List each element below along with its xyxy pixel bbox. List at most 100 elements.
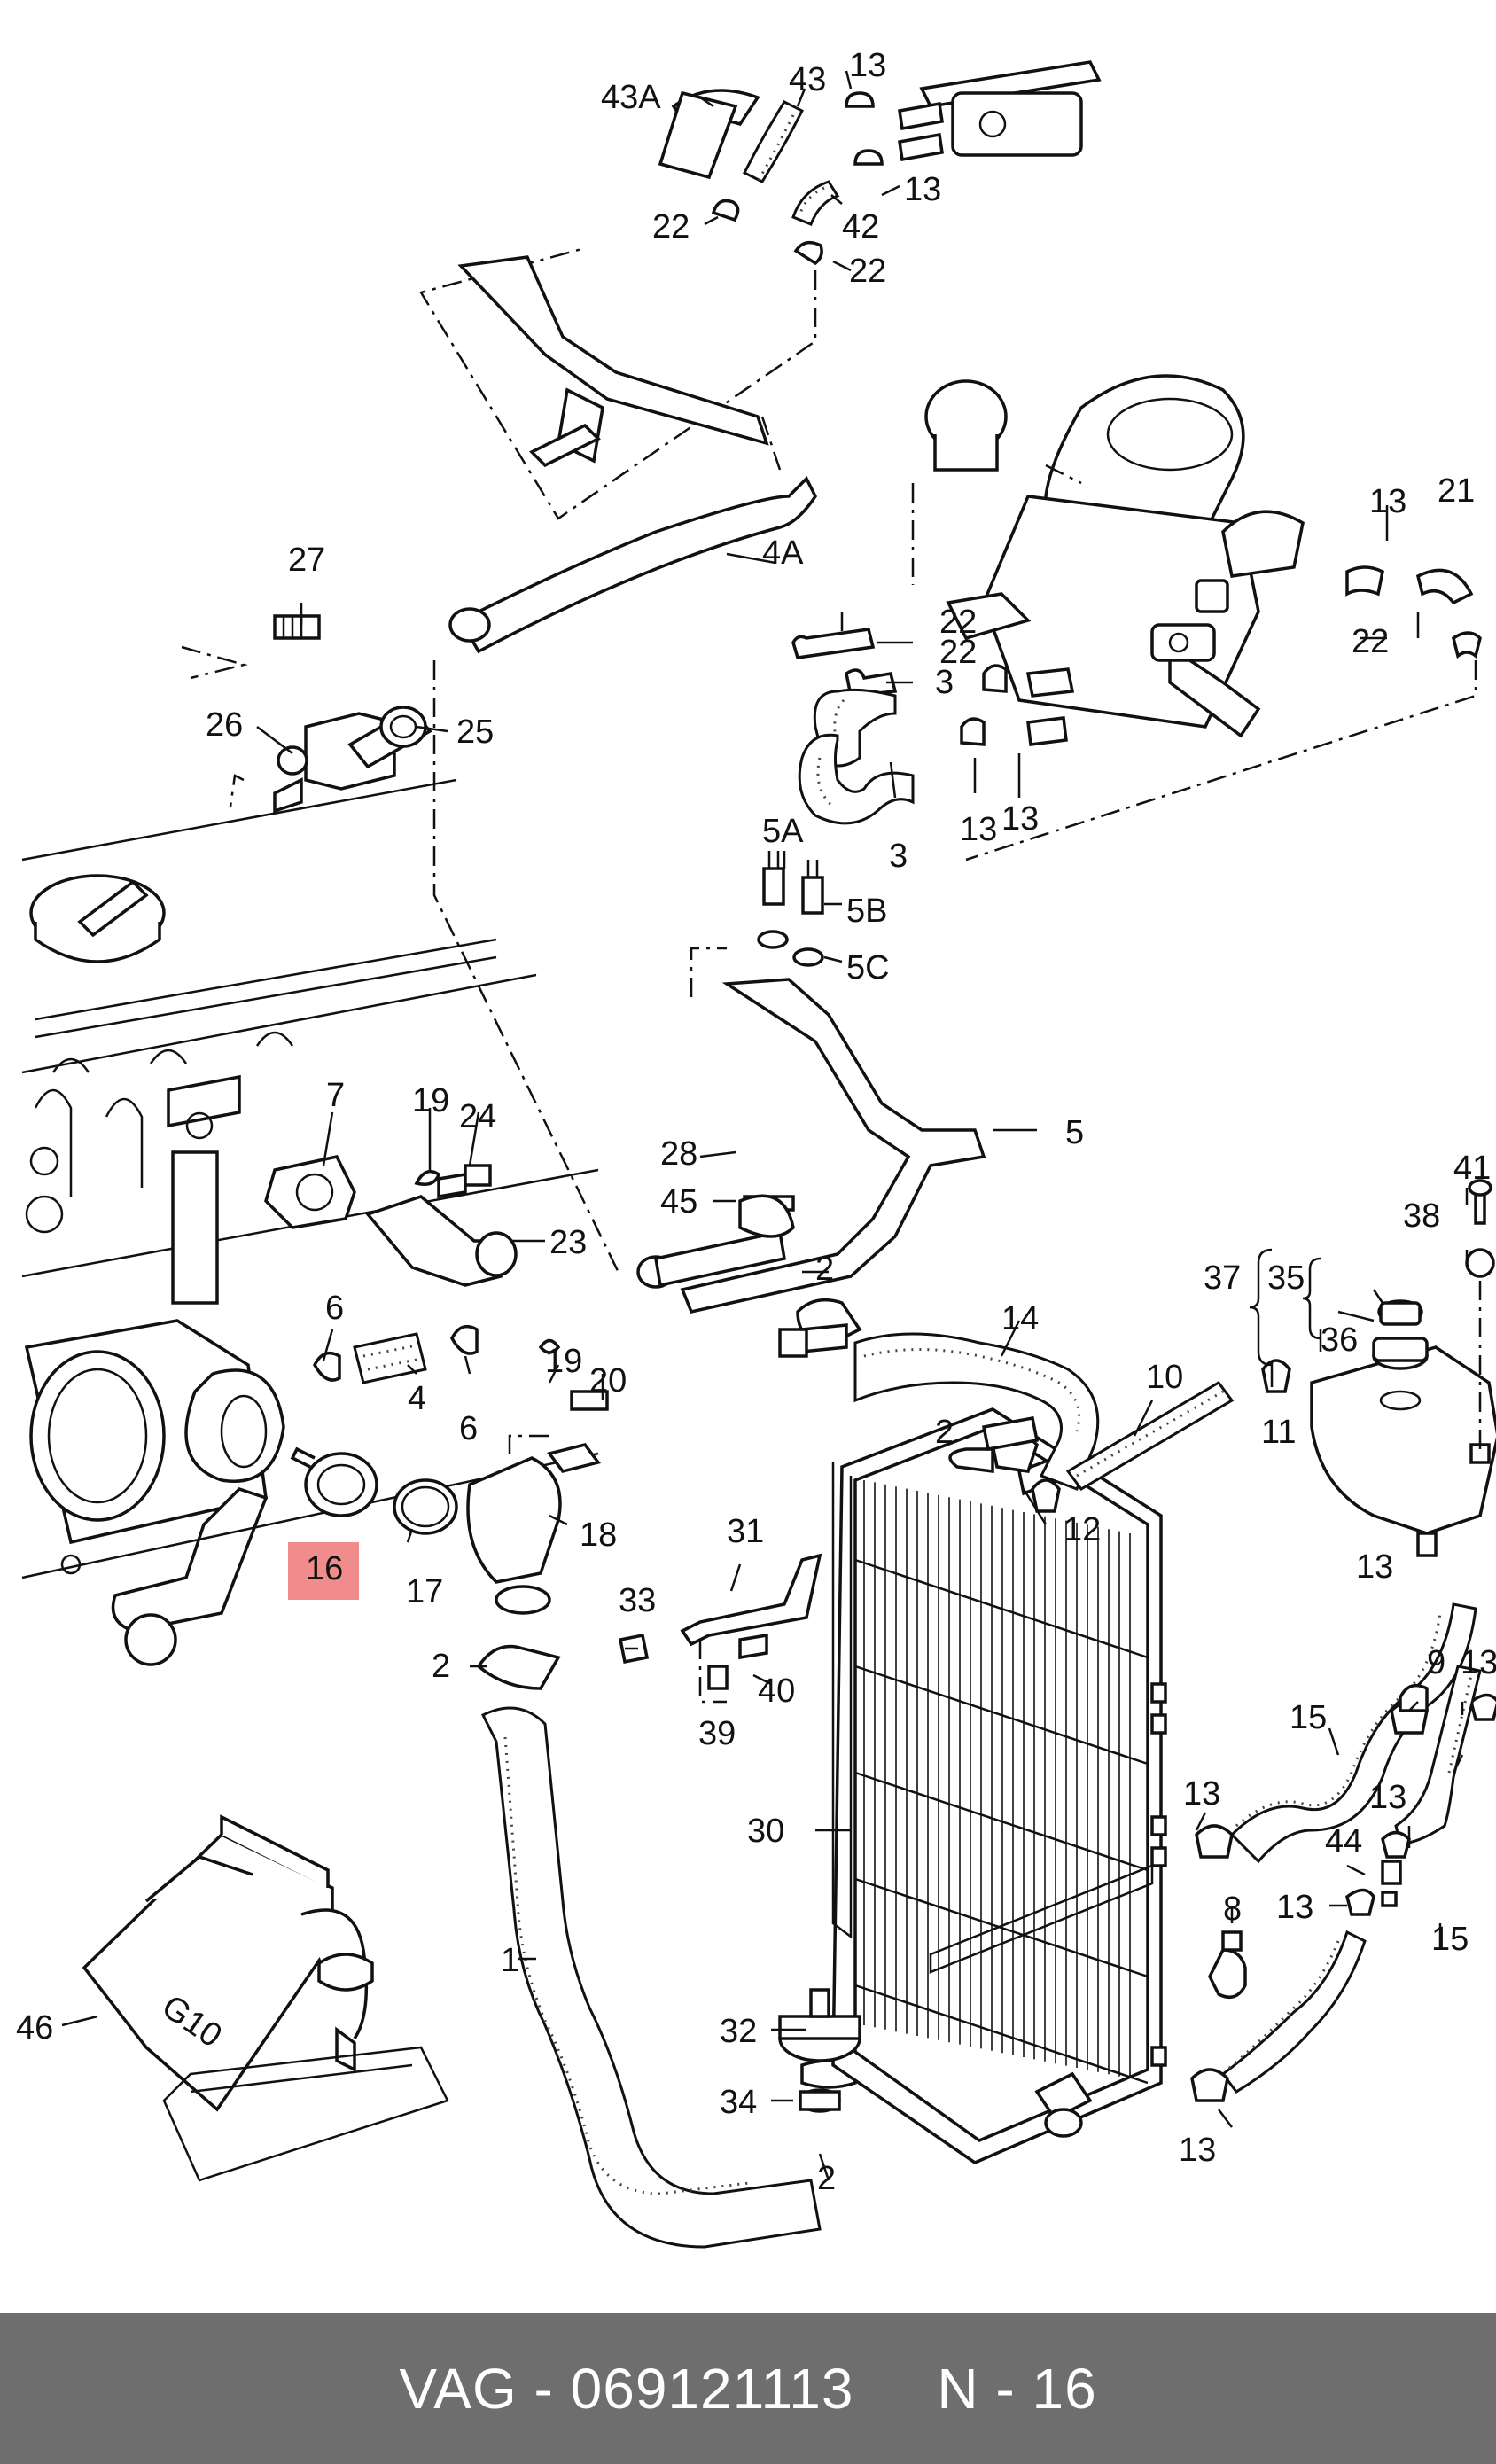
expansion-tank: [1310, 1179, 1496, 1557]
part-label-10[interactable]: 10: [1146, 1359, 1183, 1396]
part-label-18[interactable]: 18: [580, 1517, 617, 1554]
highlight-box: [288, 1542, 359, 1600]
radiator-baffle: [854, 1984, 1149, 2085]
part-label-9[interactable]: 9: [1427, 1644, 1445, 1681]
radiator-baffle: [854, 1665, 1149, 1766]
part-label-5c[interactable]: 5C: [846, 949, 890, 986]
heater-hoses-15: [1190, 1602, 1496, 2102]
part-label-22[interactable]: 22: [652, 208, 690, 246]
part-label-20[interactable]: 20: [589, 1362, 627, 1400]
part-label-43[interactable]: 43: [789, 61, 826, 98]
part-label-5b[interactable]: 5B: [846, 893, 887, 930]
radiator-30: [831, 1407, 1167, 2164]
part-label-30[interactable]: 30: [747, 1813, 784, 1850]
part-label-22[interactable]: 22: [939, 634, 977, 671]
part-label-2[interactable]: 2: [817, 2160, 836, 2197]
part-label-15[interactable]: 15: [1431, 1921, 1469, 1958]
part-label-13[interactable]: 13: [960, 811, 997, 848]
radiator-baffle: [854, 1558, 1149, 1659]
part-label-26[interactable]: 26: [206, 706, 243, 744]
part-label-35[interactable]: 35: [1267, 1259, 1305, 1297]
part-label-2[interactable]: 2: [935, 1414, 954, 1451]
part-label-2[interactable]: 2: [815, 1251, 834, 1288]
part-label-13[interactable]: 13: [1369, 1779, 1406, 1816]
carburetor-assembly: [840, 374, 1482, 862]
footer-part-number: VAG - 069121113 N - 16: [399, 2357, 1097, 2421]
leader-lines: [61, 70, 1469, 2181]
part-label-36[interactable]: 36: [1321, 1322, 1358, 1359]
part-label-4a[interactable]: 4A: [762, 534, 804, 572]
part-label-41[interactable]: 41: [1453, 1150, 1491, 1187]
part-label-5a[interactable]: 5A: [762, 813, 804, 850]
top-hose-group: [419, 60, 1102, 520]
part-label-44[interactable]: 44: [1325, 1823, 1362, 1860]
part-label-16[interactable]: 16: [306, 1550, 343, 1587]
part-label-33[interactable]: 33: [619, 1582, 656, 1619]
part-label-23[interactable]: 23: [549, 1224, 587, 1261]
part-label-42[interactable]: 42: [842, 208, 879, 246]
carburetor-hoses: [791, 628, 1075, 825]
part-label-25[interactable]: 25: [456, 713, 494, 751]
part-label-13[interactable]: 13: [1369, 483, 1406, 520]
part-label-12[interactable]: 12: [1064, 1511, 1101, 1548]
thermostat-housing-parts: [181, 614, 622, 1287]
coolant-pipe-5: [636, 851, 986, 1314]
part-label-3[interactable]: 3: [889, 838, 908, 875]
part-label-4[interactable]: 4: [408, 1380, 426, 1417]
part-label-1[interactable]: 1: [501, 1942, 519, 1979]
part-label-13[interactable]: 13: [1179, 2132, 1216, 2169]
part-label-27[interactable]: 27: [288, 542, 325, 579]
part-label-13[interactable]: 13: [1001, 800, 1039, 838]
group-brackets: [1249, 1248, 1321, 1367]
upper-radiator-hoses: [796, 1298, 1291, 1513]
part-label-22[interactable]: 22: [1352, 623, 1389, 660]
part-label-40[interactable]: 40: [758, 1673, 795, 1710]
part-number-footer: VAG - 069121113 N - 16: [0, 2313, 1496, 2464]
part-label-19[interactable]: 19: [412, 1082, 449, 1119]
radiator-baffle: [854, 1877, 1149, 1978]
part-label-15[interactable]: 15: [1290, 1699, 1327, 1736]
part-label-17[interactable]: 17: [406, 1573, 443, 1610]
part-label-13[interactable]: 13: [1183, 1775, 1220, 1813]
part-label-24[interactable]: 24: [459, 1098, 496, 1135]
part-label-43a[interactable]: 43A: [601, 79, 661, 116]
part-label-13[interactable]: 13: [904, 171, 941, 208]
part-label-5[interactable]: 5: [1065, 1114, 1084, 1151]
part-label-6[interactable]: 6: [459, 1410, 478, 1447]
part-label-21[interactable]: 21: [1438, 472, 1475, 510]
part-label-11[interactable]: 11: [1261, 1414, 1296, 1451]
coolant-can-g10: G10: [82, 1814, 449, 2182]
part-label-31[interactable]: 31: [727, 1513, 764, 1550]
part-label-34[interactable]: 34: [720, 2084, 757, 2121]
radiator-fins: [854, 1480, 1149, 2085]
pipe-4a: [448, 416, 818, 654]
part-label-14[interactable]: 14: [1001, 1300, 1039, 1337]
part-label-46[interactable]: 46: [16, 2009, 53, 2047]
part-label-2[interactable]: 2: [432, 1648, 450, 1685]
part-label-22[interactable]: 22: [939, 604, 977, 641]
part-label-22[interactable]: 22: [849, 253, 886, 290]
part-label-38[interactable]: 38: [1403, 1197, 1440, 1235]
part-label-39[interactable]: 39: [698, 1715, 736, 1752]
part-label-7[interactable]: 7: [326, 1077, 345, 1114]
exploded-parts-diagram: G10 43A 43 13 13 22 42 22 4A 27 26 25 13…: [16, 47, 1496, 2249]
lower-hose-1: [476, 1644, 857, 2249]
part-label-13[interactable]: 13: [849, 47, 886, 84]
part-label-13[interactable]: 13: [1356, 1548, 1393, 1586]
thermostat-16: [304, 1452, 378, 1517]
part-label-6[interactable]: 6: [325, 1290, 344, 1327]
radiator-mounts: [618, 1194, 822, 1704]
radiator-baffle: [854, 1771, 1149, 1872]
part-label-3[interactable]: 3: [935, 664, 954, 701]
part-label-32[interactable]: 32: [720, 2013, 757, 2050]
part-label-19[interactable]: 19: [545, 1343, 582, 1380]
part-label-8[interactable]: 8: [1223, 1891, 1242, 1928]
part-label-13[interactable]: 13: [1461, 1644, 1496, 1681]
hose-4-and-thermostat: [290, 1324, 609, 1615]
part-label-45[interactable]: 45: [660, 1183, 697, 1220]
part-label-13[interactable]: 13: [1276, 1889, 1313, 1926]
rubber-mount: [778, 1988, 861, 2113]
part-label-28[interactable]: 28: [660, 1135, 697, 1173]
part-label-37[interactable]: 37: [1204, 1259, 1241, 1297]
